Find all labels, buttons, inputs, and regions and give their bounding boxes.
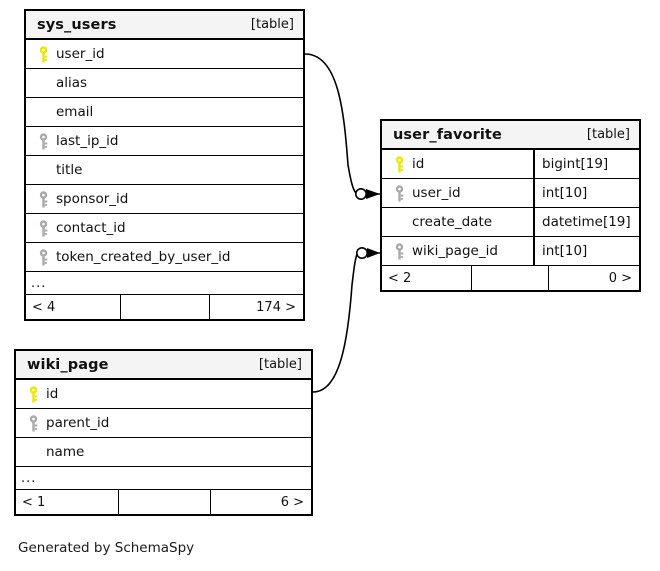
column-type: bigint[19] bbox=[542, 156, 609, 172]
column-name-cell: token_created_by_user_id bbox=[26, 243, 303, 271]
column-name-cell: create_date bbox=[382, 208, 535, 236]
row-count[interactable]: 0 > bbox=[608, 270, 632, 286]
column-row-parent_id[interactable]: parent_id bbox=[16, 409, 311, 438]
column-type: datetime[19] bbox=[542, 214, 631, 230]
table-title: wiki_page bbox=[27, 356, 109, 373]
table-title: sys_users bbox=[37, 16, 117, 33]
column-name: name bbox=[46, 444, 85, 460]
row-count[interactable]: 6 > bbox=[280, 494, 304, 510]
column-name-cell: title bbox=[26, 156, 303, 184]
foreign-key-icon bbox=[34, 219, 53, 237]
column-name: alias bbox=[56, 75, 88, 91]
incoming-relations-count[interactable]: < 4 bbox=[26, 295, 121, 319]
column-name-cell: id bbox=[382, 150, 535, 178]
table-header-wiki_page: wiki_page [table] bbox=[16, 351, 311, 380]
table-title: user_favorite bbox=[393, 126, 502, 143]
column-row-wiki_page_id[interactable]: wiki_page_id int[10] bbox=[382, 237, 639, 266]
column-name: user_id bbox=[56, 46, 105, 62]
column-name-cell: parent_id bbox=[16, 409, 311, 437]
column-name-cell: wiki_page_id bbox=[382, 237, 535, 265]
column-row-create_date[interactable]: create_date datetime[19] bbox=[382, 208, 639, 237]
primary-key-icon bbox=[34, 45, 53, 63]
table-type-tag: [table] bbox=[586, 127, 630, 142]
column-name-cell: id bbox=[16, 380, 311, 408]
column-row-email[interactable]: email bbox=[26, 98, 303, 127]
table-type-tag: [table] bbox=[250, 17, 294, 32]
column-name-cell: alias bbox=[26, 69, 303, 97]
row-count[interactable]: 174 > bbox=[256, 299, 296, 315]
table-wiki_page[interactable]: wiki_page [table] id parent_id name bbox=[14, 349, 313, 516]
column-name: contact_id bbox=[56, 220, 126, 236]
column-row-id[interactable]: id bigint[19] bbox=[382, 150, 639, 179]
column-row-sponsor_id[interactable]: sponsor_id bbox=[26, 185, 303, 214]
optional-marker bbox=[354, 188, 367, 201]
foreign-key-icon bbox=[34, 248, 53, 266]
table-header-sys_users: sys_users [table] bbox=[26, 11, 303, 40]
table-user_favorite[interactable]: user_favorite [table] id bigint[19] user… bbox=[380, 119, 641, 292]
column-name-cell: last_ip_id bbox=[26, 127, 303, 155]
column-name: user_id bbox=[412, 185, 461, 201]
table-sys_users[interactable]: sys_users [table] user_id alias email bbox=[24, 9, 305, 321]
relationship-wiki_page-user_favorite bbox=[312, 247, 380, 393]
relationship-sys_users-user_favorite bbox=[304, 53, 380, 201]
column-type: int[10] bbox=[542, 243, 588, 259]
column-type: int[10] bbox=[542, 185, 588, 201]
column-name: token_created_by_user_id bbox=[56, 249, 231, 265]
column-row-alias[interactable]: alias bbox=[26, 69, 303, 98]
column-row-user_id[interactable]: user_id bbox=[26, 40, 303, 69]
column-row-user_id[interactable]: user_id int[10] bbox=[382, 179, 639, 208]
optional-marker bbox=[355, 247, 368, 260]
column-name-cell: email bbox=[26, 98, 303, 126]
more-columns-indicator: ... bbox=[26, 272, 303, 295]
column-name: email bbox=[56, 104, 94, 120]
primary-key-icon bbox=[390, 155, 409, 173]
incoming-relations-count[interactable]: < 2 bbox=[382, 266, 472, 290]
column-row-id[interactable]: id bbox=[16, 380, 311, 409]
column-name: wiki_page_id bbox=[412, 243, 498, 259]
column-row-token_created_by_user_id[interactable]: token_created_by_user_id bbox=[26, 243, 303, 272]
footer-middle-cell bbox=[121, 295, 210, 319]
foreign-key-icon bbox=[34, 132, 53, 150]
column-name: title bbox=[56, 162, 83, 178]
table-header-user_favorite: user_favorite [table] bbox=[382, 121, 639, 150]
foreign-key-icon bbox=[24, 414, 43, 432]
column-name-cell: name bbox=[16, 438, 311, 466]
column-name: sponsor_id bbox=[56, 191, 129, 207]
table-footer-user_favorite: < 2 0 > bbox=[382, 266, 639, 290]
column-name: create_date bbox=[412, 214, 493, 230]
column-row-last_ip_id[interactable]: last_ip_id bbox=[26, 127, 303, 156]
incoming-relations-count[interactable]: < 1 bbox=[16, 490, 119, 514]
column-name-cell: user_id bbox=[382, 179, 535, 207]
table-footer-sys_users: < 4 174 > bbox=[26, 295, 303, 319]
column-row-contact_id[interactable]: contact_id bbox=[26, 214, 303, 243]
column-name: id bbox=[412, 156, 425, 172]
column-name-cell: contact_id bbox=[26, 214, 303, 242]
table-type-tag: [table] bbox=[258, 357, 302, 372]
table-footer-wiki_page: < 1 6 > bbox=[16, 490, 311, 514]
footer-middle-cell bbox=[472, 266, 549, 290]
column-name: last_ip_id bbox=[56, 133, 119, 149]
footer-middle-cell bbox=[119, 490, 211, 514]
primary-key-icon bbox=[24, 385, 43, 403]
column-name: parent_id bbox=[46, 415, 110, 431]
column-name: id bbox=[46, 386, 59, 402]
foreign-key-icon bbox=[34, 190, 53, 208]
foreign-key-icon bbox=[390, 242, 409, 260]
column-name-cell: user_id bbox=[26, 40, 303, 68]
more-columns-indicator: ... bbox=[16, 467, 311, 490]
column-row-name[interactable]: name bbox=[16, 438, 311, 467]
column-row-title[interactable]: title bbox=[26, 156, 303, 185]
generated-by-caption: Generated by SchemaSpy bbox=[18, 540, 195, 556]
foreign-key-icon bbox=[390, 184, 409, 202]
column-name-cell: sponsor_id bbox=[26, 185, 303, 213]
